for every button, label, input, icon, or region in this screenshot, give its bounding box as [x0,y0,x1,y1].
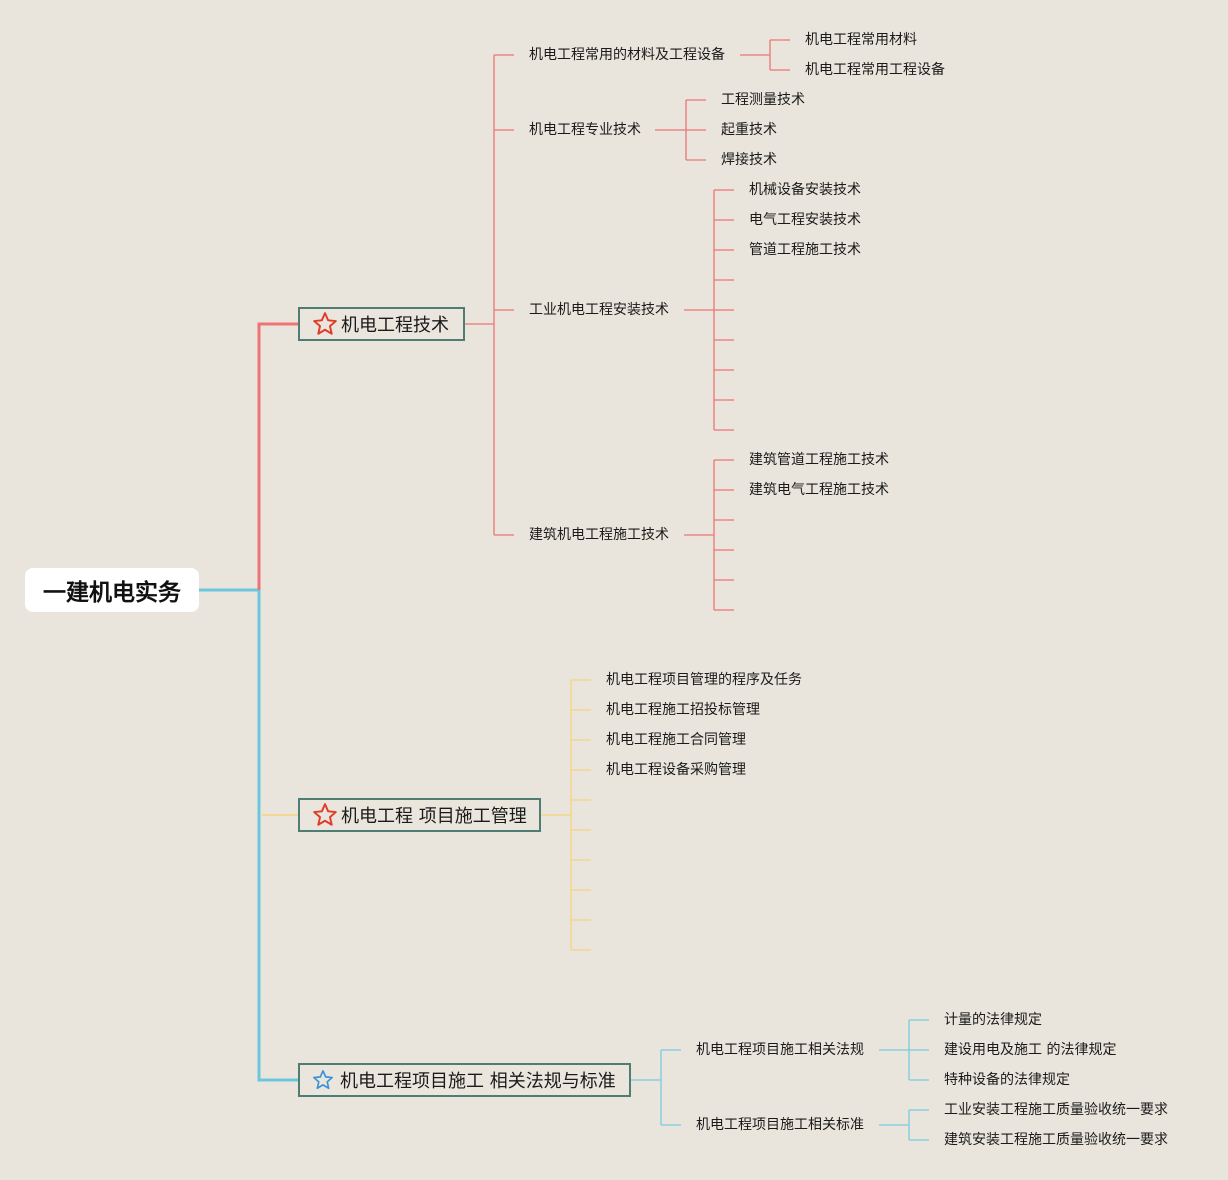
leaf-item[interactable]: 机电工程施工合同管理 [606,732,746,748]
leaf-item[interactable]: 建设用电及施工 的法律规定 [944,1042,1117,1058]
branch-label: 机电工程技术 [341,315,449,336]
leaf-item[interactable]: 工业安装工程施工质量验收统一要求 [944,1102,1168,1118]
subtopic-standards[interactable]: 机电工程项目施工相关标准 [696,1117,864,1133]
star-icon [313,312,337,335]
leaf-item[interactable]: 机械设备安装技术 [749,182,861,198]
leaf-item[interactable]: 建筑电气工程施工技术 [749,482,889,498]
branch-label: 机电工程项目施工 相关法规与标准 [340,1071,616,1092]
root-trunk-blue [257,590,298,1082]
branch-node-regulations[interactable]: 机电工程项目施工 相关法规与标准 [298,1063,631,1097]
leaf-item[interactable]: 起重技术 [721,122,777,138]
leaf-item[interactable]: 建筑管道工程施工技术 [749,452,889,468]
leaf-item[interactable]: 建筑安装工程施工质量验收统一要求 [944,1132,1168,1148]
leaf-item[interactable]: 机电工程常用材料 [805,32,917,48]
leaf-item[interactable]: 电气工程安装技术 [749,212,861,228]
leaf-item[interactable]: 计量的法律规定 [944,1012,1042,1028]
leaf-item[interactable]: 机电工程施工招投标管理 [606,702,760,718]
subtopic-professional-tech[interactable]: 机电工程专业技术 [529,122,641,138]
branch-2-connectors [541,679,591,951]
branch-label: 机电工程 项目施工管理 [341,806,527,827]
subtopic-laws[interactable]: 机电工程项目施工相关法规 [696,1042,864,1058]
subtopic-building-construction[interactable]: 建筑机电工程施工技术 [529,527,669,543]
leaf-item[interactable]: 工程测量技术 [721,92,805,108]
branch-1-connectors [464,39,790,611]
branch-node-management[interactable]: 机电工程 项目施工管理 [298,798,541,832]
branch-3-connectors [631,1019,929,1141]
leaf-item[interactable]: 焊接技术 [721,152,777,168]
subtopic-materials[interactable]: 机电工程常用的材料及工程设备 [529,47,725,63]
root-label: 一建机电实务 [43,580,181,606]
root-node[interactable]: 一建机电实务 [25,568,199,612]
star-icon [313,803,337,826]
branch-node-tech[interactable]: 机电工程技术 [298,307,465,341]
leaf-item[interactable]: 机电工程项目管理的程序及任务 [606,672,802,688]
leaf-item[interactable]: 机电工程常用工程设备 [805,62,945,78]
root-trunk-red [257,322,298,590]
leaf-item[interactable]: 管道工程施工技术 [749,242,861,258]
subtopic-industrial-install[interactable]: 工业机电工程安装技术 [529,302,669,318]
leaf-item[interactable]: 机电工程设备采购管理 [606,762,746,778]
leaf-item[interactable]: 特种设备的法律规定 [944,1072,1070,1088]
star-icon [313,1070,333,1090]
